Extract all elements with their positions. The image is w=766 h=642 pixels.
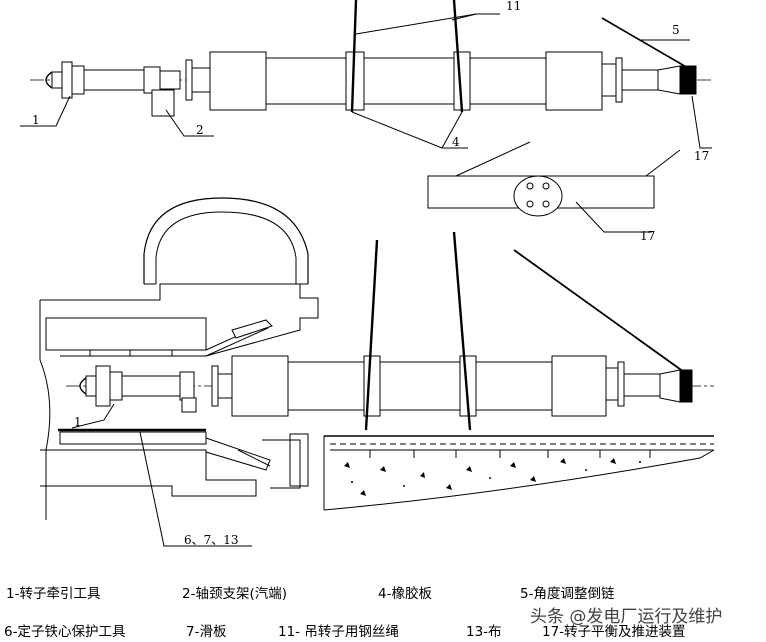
legend-1: 1-转子牵引工具 bbox=[6, 586, 101, 602]
legend-11: 11- 吊转子用钢丝绳 bbox=[278, 624, 399, 640]
callout-17-top: 17 bbox=[694, 149, 709, 163]
legend-5: 5-角度调整倒链 bbox=[520, 586, 615, 602]
callout-1-bottom: 1 bbox=[74, 415, 82, 429]
legend-13: 13-布 bbox=[466, 624, 502, 640]
callout-2: 2 bbox=[196, 123, 204, 137]
callout-11: 11 bbox=[506, 0, 521, 13]
legend-6: 6-定子铁心保护工具 bbox=[4, 624, 126, 640]
watermark: 头条 @发电厂运行及维护 bbox=[530, 607, 723, 627]
callout-1-top: 1 bbox=[32, 113, 40, 127]
legend-17: 17-转子平衡及推进装置 bbox=[542, 624, 686, 640]
top-rotor-assembly bbox=[20, 0, 712, 149]
callout-17-mid: 17 bbox=[640, 229, 655, 243]
callout-6-7-13: 6、7、13 bbox=[184, 533, 239, 547]
bottom-rotor-assembly bbox=[58, 231, 714, 547]
legend-4: 4-橡胶板 bbox=[378, 586, 432, 602]
balance-device-detail bbox=[427, 141, 681, 233]
legend-7: 7-滑板 bbox=[186, 624, 227, 640]
foundation-concrete bbox=[323, 435, 715, 511]
callout-5: 5 bbox=[672, 23, 680, 37]
legend-2: 2-轴颈支架(汽端) bbox=[182, 586, 287, 602]
stator-frame bbox=[39, 197, 319, 520]
callout-4: 4 bbox=[452, 135, 460, 149]
